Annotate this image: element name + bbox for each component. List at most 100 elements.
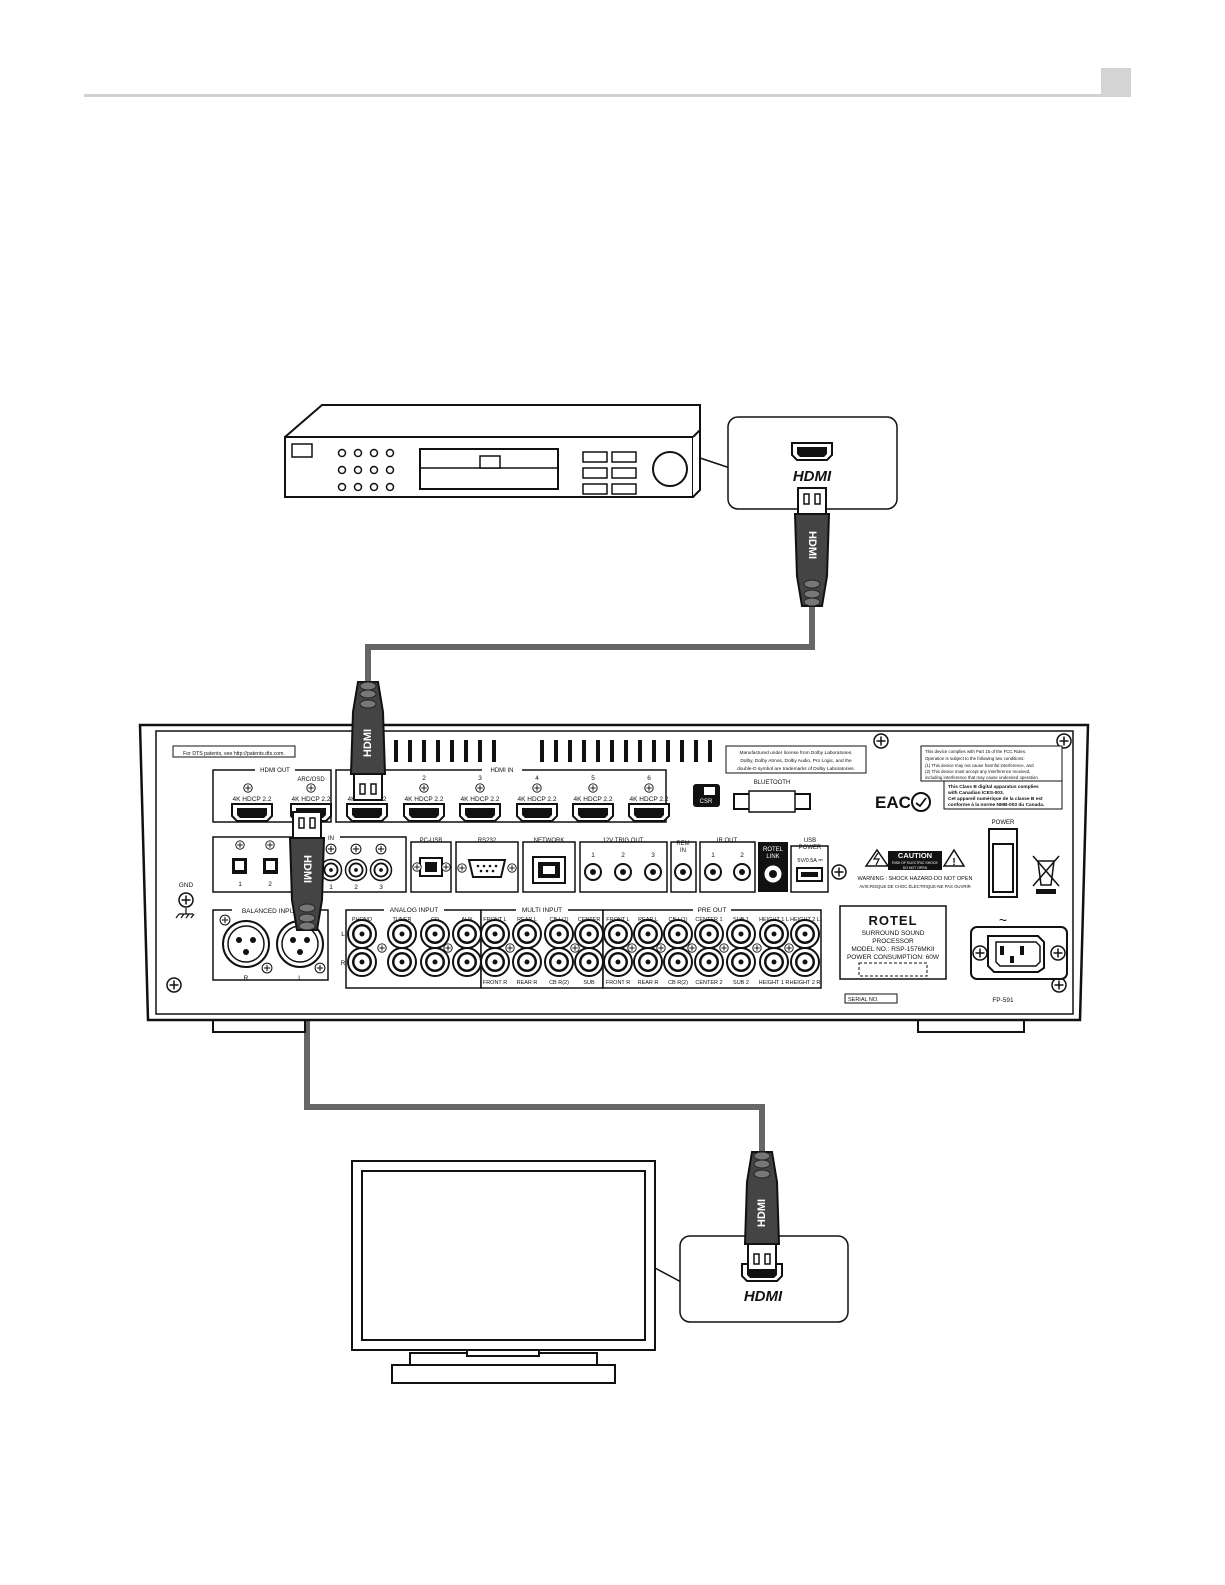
dts-notice: For DTS patents, see http://patents.dts.… <box>183 751 285 757</box>
pre-out-bottom-label: REAR R <box>638 980 659 986</box>
hdmi-in-port-2: 2 4K HDCP 2.2 <box>403 775 445 822</box>
hdmi-in-port-label: 4K HDCP 2.2 <box>574 796 613 803</box>
pre-out-bottom-label: HEIGHT 2 R <box>790 980 821 986</box>
fcc-notice-line-1: This device complies with Part 15 of the… <box>925 749 1026 754</box>
coax-3-label: 3 <box>379 884 383 891</box>
network-label: NETWORK <box>534 838 565 844</box>
fcc-notice-line-2: Operation is subject to the following tw… <box>925 756 1025 761</box>
pre-out-bottom-label: FRONT R <box>606 980 630 986</box>
rotel-link-label-1: ROTEL <box>763 847 784 853</box>
optical-1-label: 1 <box>238 881 242 888</box>
power-label: POWER <box>992 820 1015 826</box>
rem-in-label-2: IN <box>680 848 686 854</box>
analog-input-column-3: CD <box>420 917 450 977</box>
usb-power-label-2: POWER <box>799 845 822 851</box>
caution-sub-1: RISK OF ELECTRIC SHOCK <box>892 861 938 865</box>
hdmi-in-number-3: 3 <box>478 775 482 782</box>
svg-text:!: ! <box>952 857 955 868</box>
header-rule <box>84 94 1116 97</box>
pre-out-column-4: CENTER 1CENTER 2 <box>694 917 724 986</box>
multi-input-bottom-label: CB R(2) <box>549 980 569 986</box>
hdmi-in-port-6: 64K HDCP 2.2 <box>628 775 670 822</box>
av-receiver-rear-panel: For DTS patents, see http://patents.dts.… <box>138 723 1090 1033</box>
coax-inputs: 1 2 3 <box>319 843 393 891</box>
multi-input-label: MULTI INPUT <box>522 907 562 914</box>
pre-out-label: PRE OUT <box>698 907 727 914</box>
trig-3-label: 3 <box>651 852 655 859</box>
hdmi-in-number-6: 6 <box>647 775 651 782</box>
pre-out-column-2: REAR LREAR R <box>633 917 663 986</box>
rotel-link-label-2: LINK <box>766 854 779 860</box>
caution-sub-2: DO NOT OPEN <box>903 866 928 870</box>
ir-1-label: 1 <box>711 852 715 859</box>
coax-1-label: 1 <box>329 884 333 891</box>
balanced-input-label: BALANCED INPUT <box>242 908 298 915</box>
fcc-notice-line-3: (1) This device may not cause harmful in… <box>925 763 1034 768</box>
digital-in-label: IN <box>328 836 334 842</box>
analog-input-column-2: TUNER <box>387 917 417 977</box>
hdmi-in-number-5: 5 <box>591 775 595 782</box>
wifi-badge: CSR <box>700 799 713 805</box>
trig-1-label: 1 <box>591 852 595 859</box>
page-marker <box>1101 68 1131 97</box>
pre-out-column-5: SUB 1SUB 2 <box>726 917 756 986</box>
multi-input-column-4: CENTERSUB <box>574 917 604 986</box>
hdmi-in-port-3: 3 4K HDCP 2.2 <box>459 775 501 822</box>
source-callout-logo: HDMI <box>793 468 832 485</box>
hdmi-plug-source: HDMI <box>793 487 831 607</box>
class-b-line-1: This Class B digital apparatus complies <box>948 784 1039 790</box>
pre-out-bottom-label: HEIGHT 1 R <box>759 980 790 986</box>
pre-out-column-6: HEIGHT 1 LHEIGHT 1 R <box>759 917 790 986</box>
fcc-notice-line-5: including interference that may cause un… <box>925 775 1039 780</box>
hdmi-in-port-label: 4K HDCP 2.2 <box>405 796 444 803</box>
pre-out-column-1: FRONT LFRONT R <box>603 917 633 986</box>
multi-input-column-3: CB L(1)CB R(2) <box>544 917 574 986</box>
trig-out-label: 12V TRIG OUT <box>603 838 644 844</box>
hdmi-plug-receiver-out: HDMI <box>288 811 326 931</box>
caution-warning-fr: AVIS:RISQUE DE CHOC ÉLECTRIQUE-NE PAS OU… <box>859 884 971 889</box>
multi-input-column-1: FRONT LFRONT R <box>480 917 510 986</box>
hdmi-in-port-5: 5 4K HDCP 2.2 <box>572 775 614 822</box>
side-r-label: R <box>341 960 346 967</box>
optical-2-label: 2 <box>268 881 272 888</box>
pre-out-bottom-label: CB R(2) <box>668 980 688 986</box>
optical-inputs: 1 2 <box>232 840 278 888</box>
trig-2-label: 2 <box>621 852 625 859</box>
model-plate-line-3: PROCESSOR <box>872 938 914 945</box>
dolby-notice-line-1: Manufactured under license from Dolby La… <box>739 750 852 756</box>
analog-input-label: ANALOG INPUT <box>390 907 438 914</box>
multi-input-bottom-label: SUB <box>583 980 595 986</box>
analog-input-column-1: PHONO <box>347 917 377 977</box>
television <box>351 1160 656 1384</box>
tv-callout-logo: HDMI <box>744 1288 783 1305</box>
model-plate-line-4: MODEL NO.: RSP-1576MKII <box>851 946 934 953</box>
dolby-notice-line-2: Dolby, Dolby Atmos, Dolby Audio, Pro Log… <box>740 758 852 764</box>
caution-warning-en: WARNING : SHOCK HAZARD-DO NOT OPEN <box>858 876 973 882</box>
hdmi-plug-receiver-in: HDMI <box>349 681 387 801</box>
hdmi-out-port-1-label: 4K HDCP 2.2 <box>233 796 272 803</box>
cable-hdmi-logo: HDMI <box>301 855 313 883</box>
model-plate-line-2: SURROUND SOUND <box>862 930 925 937</box>
pre-out-column-7: HEIGHT 2 LHEIGHT 2 R <box>790 917 821 986</box>
rs232-label: RS232 <box>478 838 497 844</box>
class-b-line-4: conforme à la norme NMB-003 du Canada. <box>948 802 1044 808</box>
hdmi-in-number-2: 2 <box>422 775 426 782</box>
cable-hdmi-logo: HDMI <box>362 729 374 757</box>
gnd-label: GND <box>179 882 194 889</box>
class-b-line-2: with Canadian ICES-003. <box>947 790 1004 796</box>
pc-usb-label: PC-USB <box>420 838 443 844</box>
caution-title: CAUTION <box>898 851 932 860</box>
ir-out-label: IR OUT <box>717 838 738 844</box>
side-l-label: L <box>341 931 345 938</box>
eac-mark: EAC <box>875 793 911 812</box>
hdmi-in-port-label: 4K HDCP 2.2 <box>461 796 500 803</box>
pre-out-bottom-label: SUB 2 <box>733 980 749 986</box>
ac-symbol: ~ <box>999 912 1007 928</box>
model-plate-brand: ROTEL <box>868 913 917 928</box>
balanced-r-label: R <box>244 975 249 982</box>
cable-hdmi-logo: HDMI <box>756 1199 768 1227</box>
source-hdmi-callout: HDMI <box>699 416 898 510</box>
fcc-notice-line-4: (2) This device must accept any interfer… <box>925 769 1030 774</box>
hdmi-in-port-4: 44K HDCP 2.2 <box>516 775 558 822</box>
hdmi-out-header: HDMI OUT <box>260 768 290 774</box>
